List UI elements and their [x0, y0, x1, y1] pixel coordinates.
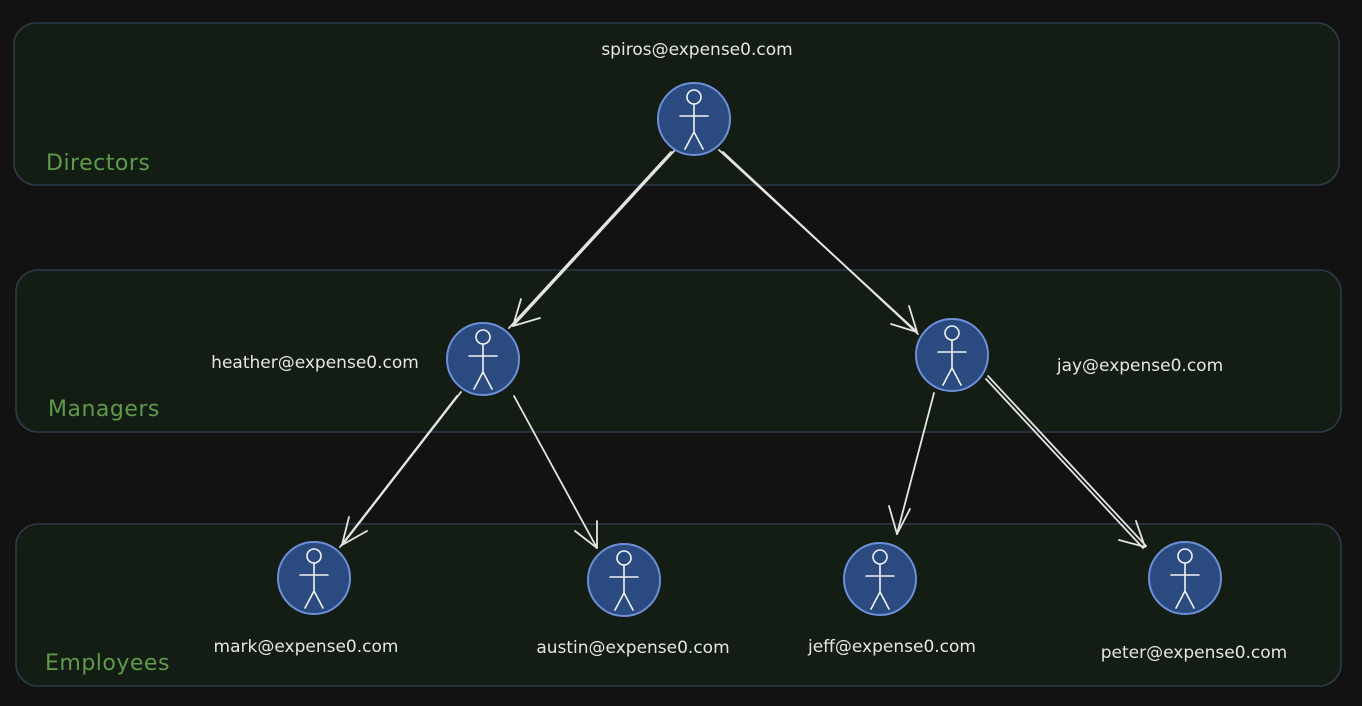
node-label-peter: peter@expense0.com: [1101, 643, 1287, 663]
node-label-jay: jay@expense0.com: [1056, 356, 1223, 376]
lane-label-employees: Employees: [45, 651, 170, 676]
edge-spiros-jay: [718, 149, 919, 335]
lane-label-managers: Managers: [48, 397, 160, 422]
node-austin[interactable]: [587, 543, 661, 617]
stick-figure-icon: [609, 550, 639, 611]
edge-spiros-heather: [508, 149, 676, 329]
node-label-spiros: spiros@expense0.com: [601, 40, 792, 60]
stick-figure-icon: [468, 329, 498, 390]
lane-label-directors: Directors: [46, 151, 150, 176]
node-mark[interactable]: [277, 541, 351, 615]
node-label-austin: austin@expense0.com: [536, 638, 729, 658]
node-peter[interactable]: [1148, 541, 1222, 615]
edge-jay-jeff: [888, 392, 935, 535]
node-jeff[interactable]: [843, 542, 917, 616]
node-label-heather: heather@expense0.com: [211, 353, 419, 373]
node-label-jeff: jeff@expense0.com: [807, 637, 976, 657]
node-heather[interactable]: [446, 322, 520, 396]
stick-figure-icon: [937, 325, 967, 386]
stick-figure-icon: [299, 548, 329, 609]
stick-figure-icon: [1170, 548, 1200, 609]
node-jay[interactable]: [915, 318, 989, 392]
stick-figure-icon: [865, 549, 895, 610]
edge-heather-mark: [339, 391, 462, 548]
lane-managers: Managers: [15, 269, 1342, 433]
node-label-mark: mark@expense0.com: [214, 637, 399, 657]
stick-figure-icon: [679, 89, 709, 150]
edge-jay-peter: [985, 375, 1147, 549]
node-spiros[interactable]: [657, 82, 731, 156]
edges: [339, 149, 1147, 549]
edge-heather-austin: [513, 395, 598, 549]
